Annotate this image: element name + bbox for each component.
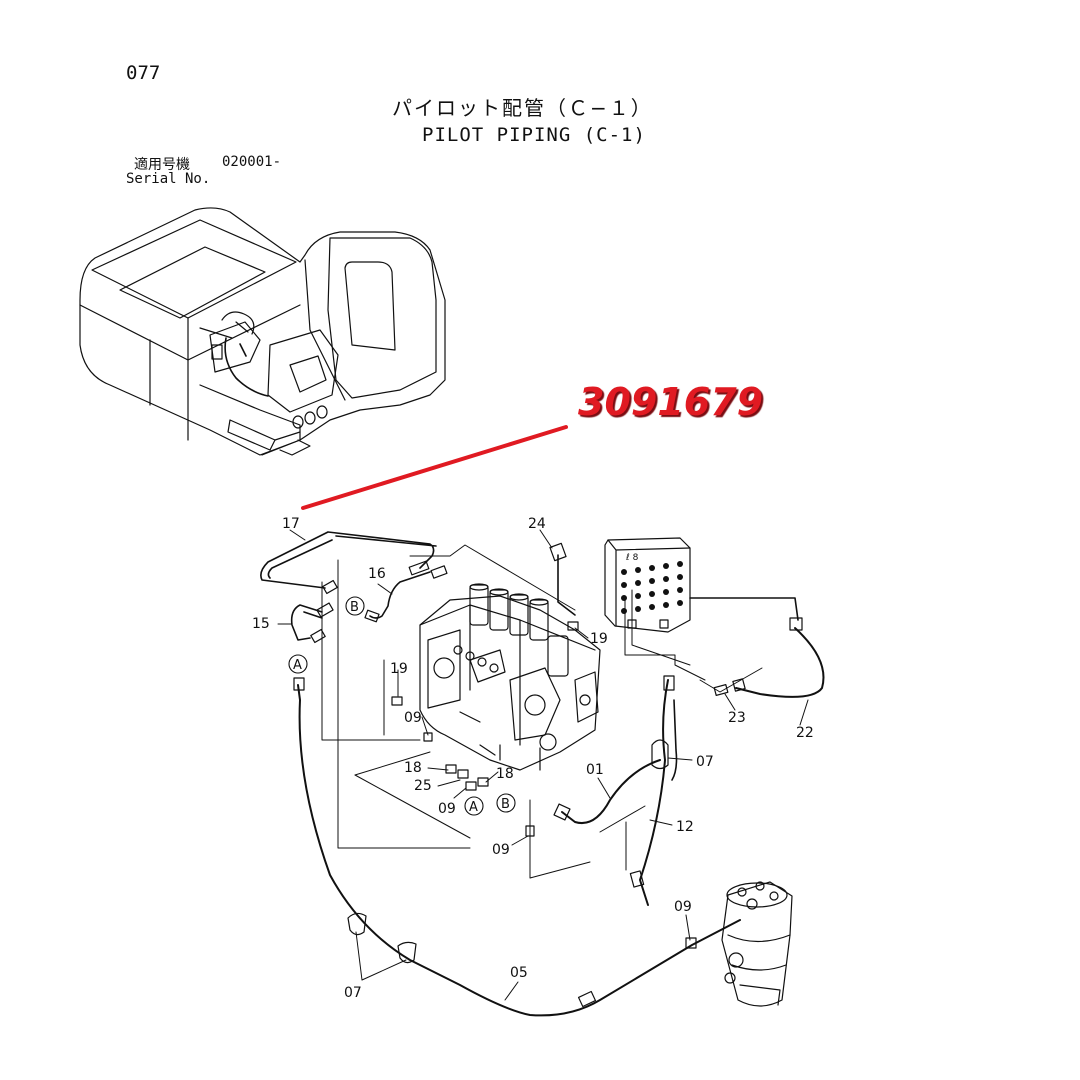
- marker-b-upper: B: [350, 600, 359, 615]
- part-number-leader-line: [301, 425, 568, 510]
- callout-09-lower: 09: [438, 801, 456, 817]
- pilot-valve-block-drawing: ℓ 8: [604, 537, 691, 633]
- reference-outline-lines: [321, 544, 763, 879]
- svg-text:ℓ 8: ℓ 8: [625, 553, 639, 563]
- callout-25: 25: [414, 778, 432, 794]
- callout-19-left: 19: [390, 661, 408, 677]
- callout-09-swivel: 09: [674, 899, 692, 915]
- page-number: 077: [126, 62, 161, 84]
- fittings: [293, 542, 803, 1008]
- serial-label-japanese: 適用号機: [134, 157, 190, 173]
- marker-a-lower: A: [469, 800, 478, 815]
- callout-22: 22: [796, 725, 814, 741]
- callout-19-right: 19: [590, 631, 608, 647]
- serial-label-english: Serial No.: [126, 171, 211, 187]
- callout-05: 05: [510, 965, 528, 981]
- marker-a-left: A: [293, 658, 302, 673]
- callout-09-bottom: 09: [492, 842, 510, 858]
- callout-01: 01: [586, 762, 604, 778]
- title-japanese: パイロット配管（Ｃ−１）: [392, 96, 653, 120]
- callout-16: 16: [368, 566, 386, 582]
- serial-value: 020001-: [222, 154, 282, 170]
- callout-18-right: 18: [496, 766, 514, 782]
- excavator-overview-drawing: [79, 207, 446, 456]
- callout-24: 24: [528, 516, 546, 532]
- circled-markers: [288, 596, 516, 816]
- part-number-annotation: 3091679: [578, 380, 764, 424]
- pipes-and-hoses: [260, 531, 825, 1017]
- callout-07-lower: 07: [344, 985, 362, 1001]
- swivel-joint-drawing: [721, 881, 793, 1007]
- control-valve-drawing: [419, 583, 601, 771]
- callout-07-right: 07: [696, 754, 714, 770]
- callout-15: 15: [252, 616, 270, 632]
- callout-09-valve: 09: [404, 710, 422, 726]
- callout-leader-lines: [277, 529, 809, 1001]
- callout-18-left: 18: [404, 760, 422, 776]
- callout-17: 17: [282, 516, 300, 532]
- callout-23: 23: [728, 710, 746, 726]
- marker-b-lower: B: [501, 797, 510, 812]
- callout-12: 12: [676, 819, 694, 835]
- title-english: PILOT PIPING (C-1): [422, 124, 646, 146]
